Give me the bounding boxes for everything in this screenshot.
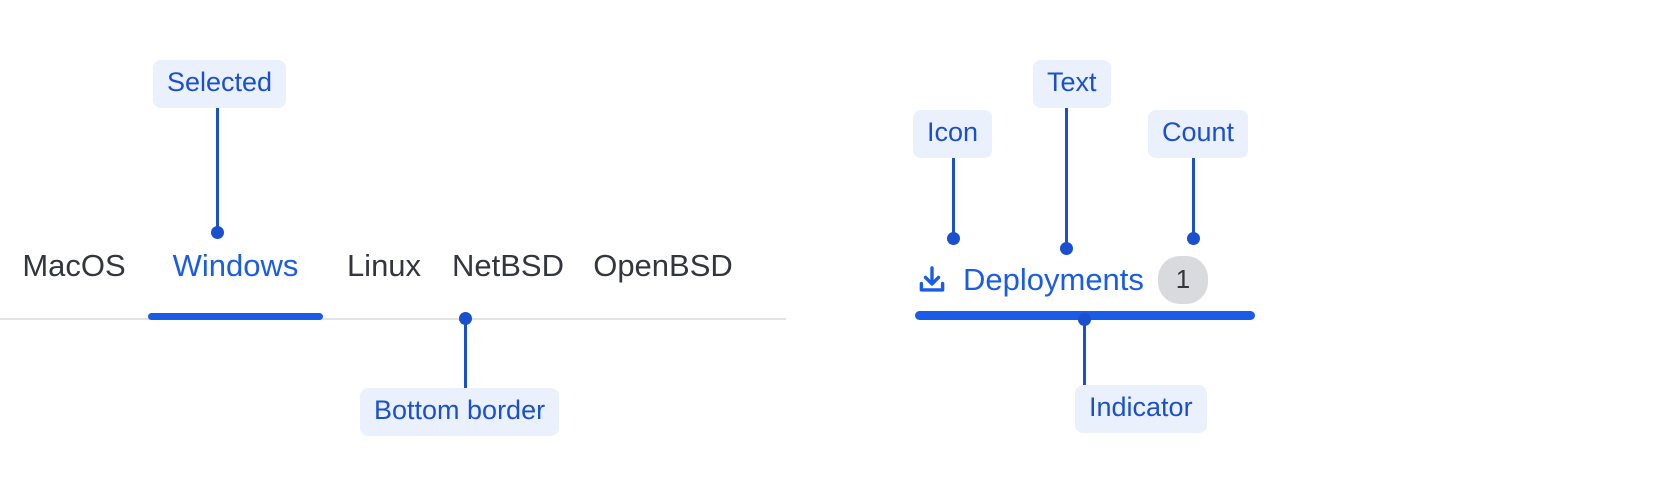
tab-bar-bottom-border xyxy=(0,318,786,320)
download-icon xyxy=(915,263,949,297)
tab-openbsd[interactable]: OpenBSD xyxy=(593,248,733,320)
annotation-label-icon: Icon xyxy=(913,110,993,158)
annotation-leader-icon xyxy=(952,158,955,238)
annotation-label-indicator: Indicator xyxy=(1075,385,1207,433)
annotation-label-selected: Selected xyxy=(153,60,287,108)
annotation-leader-indicator xyxy=(1083,320,1086,385)
annotation-leader-bottom-border xyxy=(464,318,467,388)
tab-label: Windows xyxy=(172,248,299,283)
tab-label: NetBSD xyxy=(452,248,564,283)
tab-label: Linux xyxy=(346,248,422,283)
deployments-tab-label: Deployments xyxy=(963,262,1144,297)
annotation-label-bottom-border: Bottom border xyxy=(360,388,560,436)
annotation-dot-indicator xyxy=(1078,313,1091,326)
tab-macos[interactable]: MacOS xyxy=(22,248,126,320)
annotation-leader-count xyxy=(1192,158,1195,238)
annotation-leader-text xyxy=(1065,108,1068,246)
annotation-leader-selected xyxy=(216,108,219,232)
deployments-tab-content: Deployments 1 xyxy=(915,256,1208,304)
annotation-dot-text xyxy=(1060,242,1073,255)
tab-windows[interactable]: Windows xyxy=(148,248,323,320)
tab-linux[interactable]: Linux xyxy=(343,248,425,320)
tab-label: MacOS xyxy=(22,248,126,283)
annotation-label-count: Count xyxy=(1148,110,1249,158)
annotation-dot-count xyxy=(1187,232,1200,245)
deployments-count-badge: 1 xyxy=(1157,256,1208,304)
annotation-dot-selected xyxy=(211,226,224,239)
deployments-tab[interactable]: Deployments 1 xyxy=(915,248,1255,320)
annotation-label-text: Text xyxy=(1033,60,1111,108)
tab-label: OpenBSD xyxy=(593,248,733,283)
tab-active-indicator xyxy=(148,313,323,320)
tab-bar: MacOS Windows Linux NetBSD OpenBSD xyxy=(0,248,786,320)
tab-netbsd[interactable]: NetBSD xyxy=(449,248,567,320)
annotation-dot-icon xyxy=(947,232,960,245)
